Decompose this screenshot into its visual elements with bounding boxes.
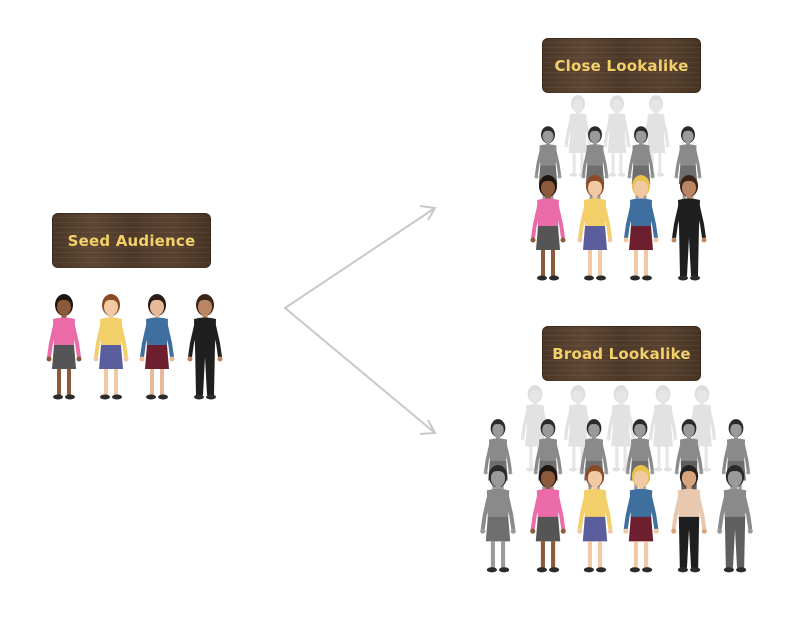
seed-audience-label: Seed Audience	[67, 231, 196, 250]
broad-person-4	[623, 464, 659, 573]
broad-person-2	[530, 464, 566, 573]
broad-person-1	[480, 464, 516, 573]
seed-audience-sign: Seed Audience	[52, 213, 211, 268]
close-person-1	[530, 175, 566, 281]
arrow-up-right-icon	[283, 207, 436, 434]
broad-ghost-person-3	[606, 385, 636, 472]
close-ghost-person-1	[564, 95, 592, 177]
close-person-4	[671, 175, 707, 281]
broad-ghost-person-2	[563, 385, 593, 472]
broad-lookalike-label: Broad Lookalike	[552, 344, 691, 363]
broad-person-5	[671, 464, 707, 573]
broad-person-3	[577, 464, 613, 573]
close-person-2	[577, 175, 613, 281]
seed-person-2	[93, 294, 129, 400]
broad-person-6	[717, 464, 753, 573]
arrow-down-head	[419, 419, 437, 435]
close-ghost-person-3	[642, 95, 670, 177]
seed-person-3	[139, 294, 175, 400]
broad-lookalike-sign: Broad Lookalike	[542, 326, 701, 381]
branch-arrows	[283, 205, 437, 435]
broad-ghost-person-4	[648, 385, 678, 472]
broad-grey-person-2	[533, 419, 563, 506]
close-lookalike-label: Close Lookalike	[554, 56, 689, 75]
close-person-3	[623, 175, 659, 281]
seed-person-4	[187, 294, 223, 400]
close-lookalike-sign: Close Lookalike	[542, 38, 701, 93]
close-ghost-person-2	[603, 95, 631, 177]
seed-person-1	[46, 294, 82, 400]
arrow-up-head	[419, 205, 437, 221]
